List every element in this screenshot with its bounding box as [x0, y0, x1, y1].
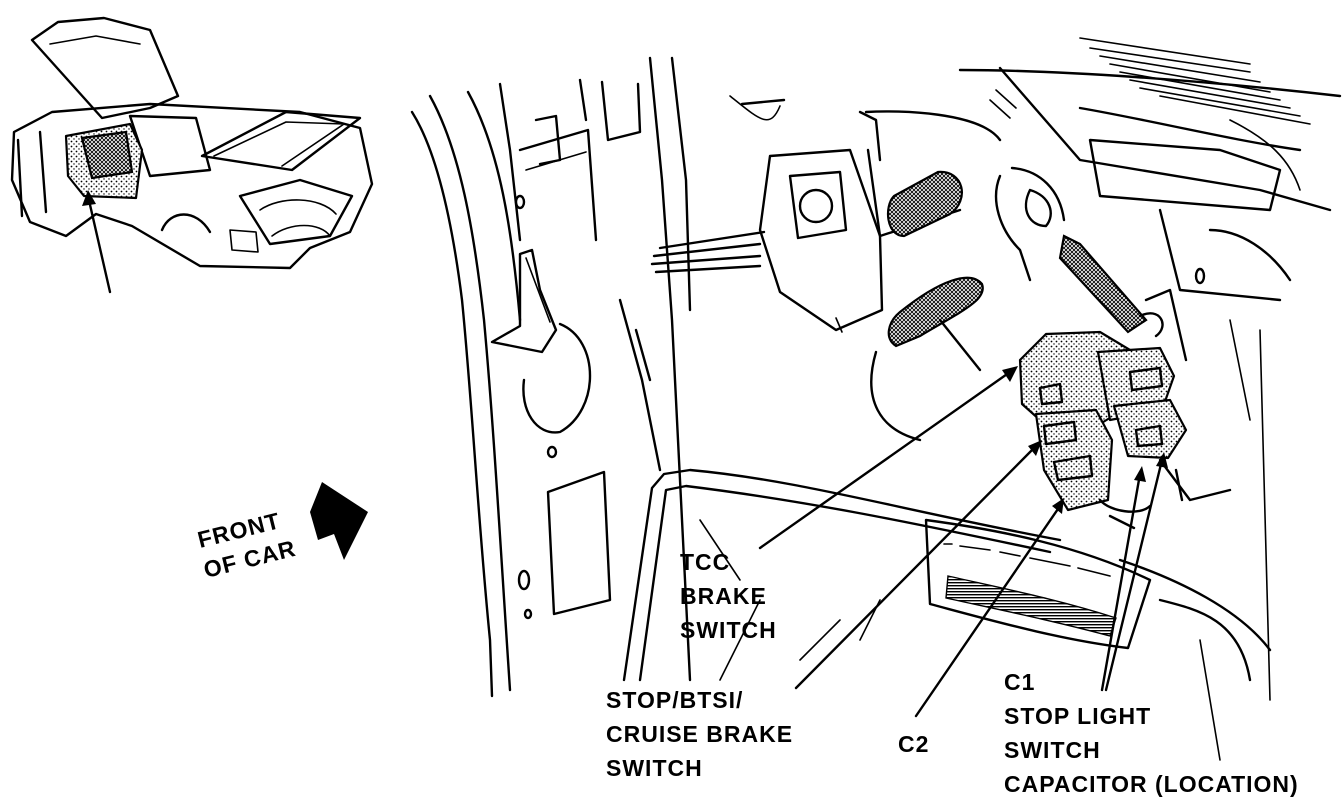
leader-arrow-tcc: [1002, 366, 1018, 382]
door-pillar: [410, 56, 692, 698]
tcc-label-line1: TCC: [680, 549, 730, 575]
c1-label-line1: C1: [1004, 669, 1035, 695]
stop-btsi-label-line1: STOP/BTSI/: [606, 687, 743, 713]
arrow-right-icon: [310, 482, 368, 560]
tcc-label-line3: SWITCH: [680, 617, 777, 643]
brake-switch-assembly: [1018, 330, 1232, 530]
c2-label: C2: [898, 731, 929, 757]
stop-btsi-label-line2: CRUISE BRAKE: [606, 721, 793, 747]
steering-column-area: [958, 37, 1342, 701]
c1-label-line2: STOP LIGHT: [1004, 703, 1151, 729]
stop-btsi-label-line3: SWITCH: [606, 755, 703, 781]
car-overview-inset: [10, 16, 374, 294]
leader-arrow-stop: [1028, 440, 1042, 456]
callout-labels: TCC BRAKE SWITCH STOP/BTSI/ CRUISE BRAKE…: [606, 549, 1299, 797]
pedal-bracket: [650, 95, 1002, 442]
leader-arrow-c2: [1052, 498, 1064, 514]
front-of-car-indicator: FRONT OF CAR: [195, 482, 368, 583]
brake-pedal-arm: [994, 166, 1188, 362]
leader-arrow-c1: [1134, 466, 1146, 482]
tcc-label-line2: BRAKE: [680, 583, 767, 609]
leader-arrow-capacitor: [1156, 452, 1168, 468]
c1-label-line3: SWITCH: [1004, 737, 1101, 763]
c1-label-line4: CAPACITOR (LOCATION): [1004, 771, 1299, 797]
callout-leaders: [758, 366, 1168, 718]
dash-lower-panel: [622, 468, 1272, 761]
